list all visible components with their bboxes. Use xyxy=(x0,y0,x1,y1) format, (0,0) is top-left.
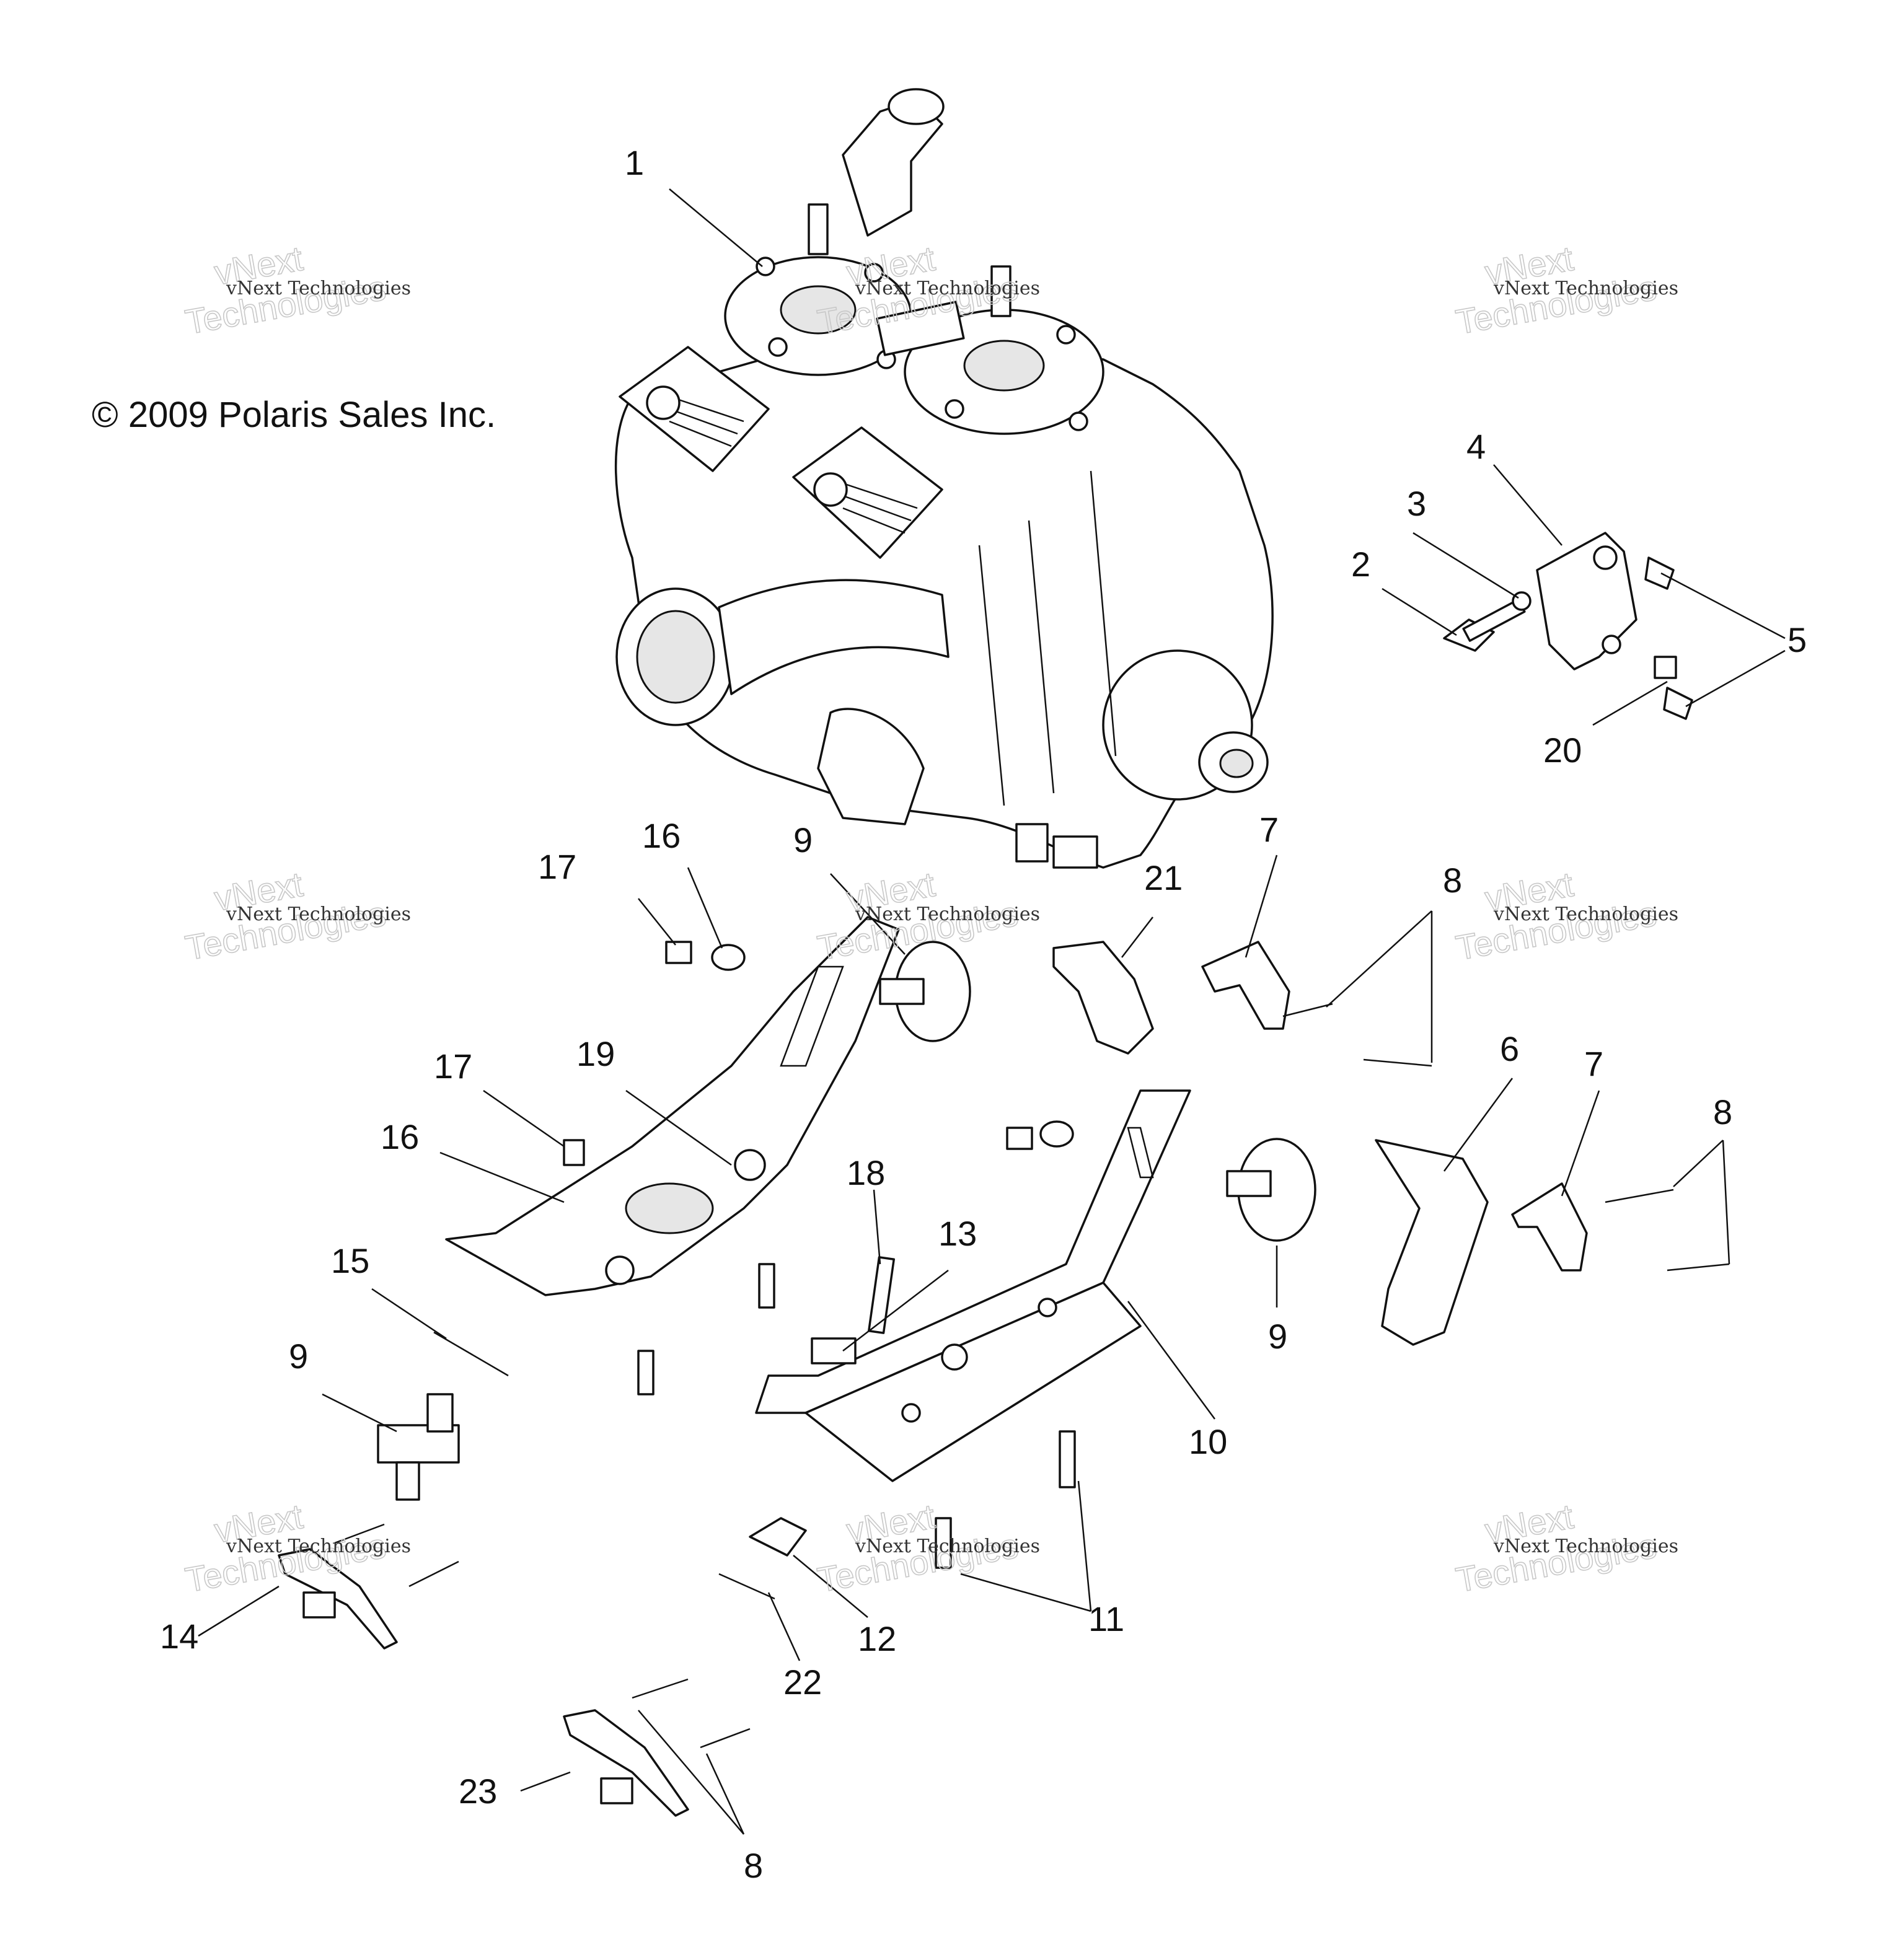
copyright-notice: © 2009 Polaris Sales Inc. xyxy=(92,395,496,435)
plate-7-upper xyxy=(1201,941,1290,1030)
callout-21: 21 xyxy=(1144,858,1183,897)
callout-12: 12 xyxy=(858,1619,896,1658)
leader-lines xyxy=(198,188,1786,1835)
callout-3: 3 xyxy=(1407,484,1426,523)
nut-14 xyxy=(302,1591,336,1619)
rubber-mount-9-upper xyxy=(879,941,971,1042)
plate-23 xyxy=(563,1709,689,1817)
callout-19: 19 xyxy=(576,1034,615,1073)
left-engine-mount-19 xyxy=(445,916,900,1296)
callout-9-right: 9 xyxy=(1268,1317,1287,1356)
callout-17-lower: 17 xyxy=(434,1047,472,1086)
watermark-text: vNext Technologies xyxy=(855,1536,1040,1557)
watermark-text: vNext Technologies xyxy=(226,903,411,925)
fasteners xyxy=(334,941,1730,1749)
rubber-mount-9-lower xyxy=(377,1393,460,1501)
watermark-text: vNext Technologies xyxy=(855,278,1040,299)
callout-8-upper: 8 xyxy=(1443,861,1462,900)
callout-20: 20 xyxy=(1543,731,1582,770)
callout-9-lower: 9 xyxy=(289,1337,308,1376)
callout-2: 2 xyxy=(1351,545,1370,584)
callout-4: 4 xyxy=(1466,427,1486,466)
callout-5: 5 xyxy=(1787,620,1807,659)
callout-1: 1 xyxy=(625,143,644,182)
callout-17-upper: 17 xyxy=(538,847,576,886)
right-engine-mount-10 xyxy=(755,1089,1191,1482)
watermark-text: vNext Technologies xyxy=(226,278,411,299)
callout-6: 6 xyxy=(1500,1029,1519,1068)
callout-16-lower: 16 xyxy=(381,1117,419,1156)
watermark-text: vNext Technologies xyxy=(1493,278,1678,299)
callout-22: 22 xyxy=(783,1663,822,1702)
callout-7-lower: 7 xyxy=(1584,1044,1603,1083)
callout-7-upper: 7 xyxy=(1259,810,1279,849)
callout-labels: 1 2 3 4 5 20 17 16 9 21 7 8 17 19 16 6 7… xyxy=(160,143,1807,1885)
callout-18: 18 xyxy=(847,1153,885,1192)
bracket-6 xyxy=(1375,1139,1489,1346)
callout-13: 13 xyxy=(938,1214,977,1253)
watermark-text: vNext Technologies xyxy=(1493,1536,1678,1557)
rubber-mount-9-right xyxy=(1226,1138,1316,1242)
callout-8-lower: 8 xyxy=(744,1846,763,1885)
watermark-text: vNext Technologies xyxy=(226,1536,411,1557)
plate-14 xyxy=(278,1548,398,1650)
callout-10: 10 xyxy=(1189,1422,1227,1461)
callout-14: 14 xyxy=(160,1617,198,1656)
callout-9-upper: 9 xyxy=(793,820,813,859)
nut-23 xyxy=(600,1777,633,1804)
callout-16-upper: 16 xyxy=(642,816,681,855)
plate-7-lower xyxy=(1511,1182,1588,1272)
callout-15: 15 xyxy=(331,1241,369,1280)
engine-assembly xyxy=(614,88,1274,869)
callout-11: 11 xyxy=(1088,1599,1124,1638)
bracket-21 xyxy=(1052,941,1154,1055)
watermark-text: vNext Technologies xyxy=(855,903,1040,925)
callout-23: 23 xyxy=(459,1772,497,1811)
callout-8-right: 8 xyxy=(1713,1092,1732,1132)
watermark-text: vNext Technologies xyxy=(1493,903,1678,925)
upper-right-bracket-cluster xyxy=(1443,532,1693,720)
